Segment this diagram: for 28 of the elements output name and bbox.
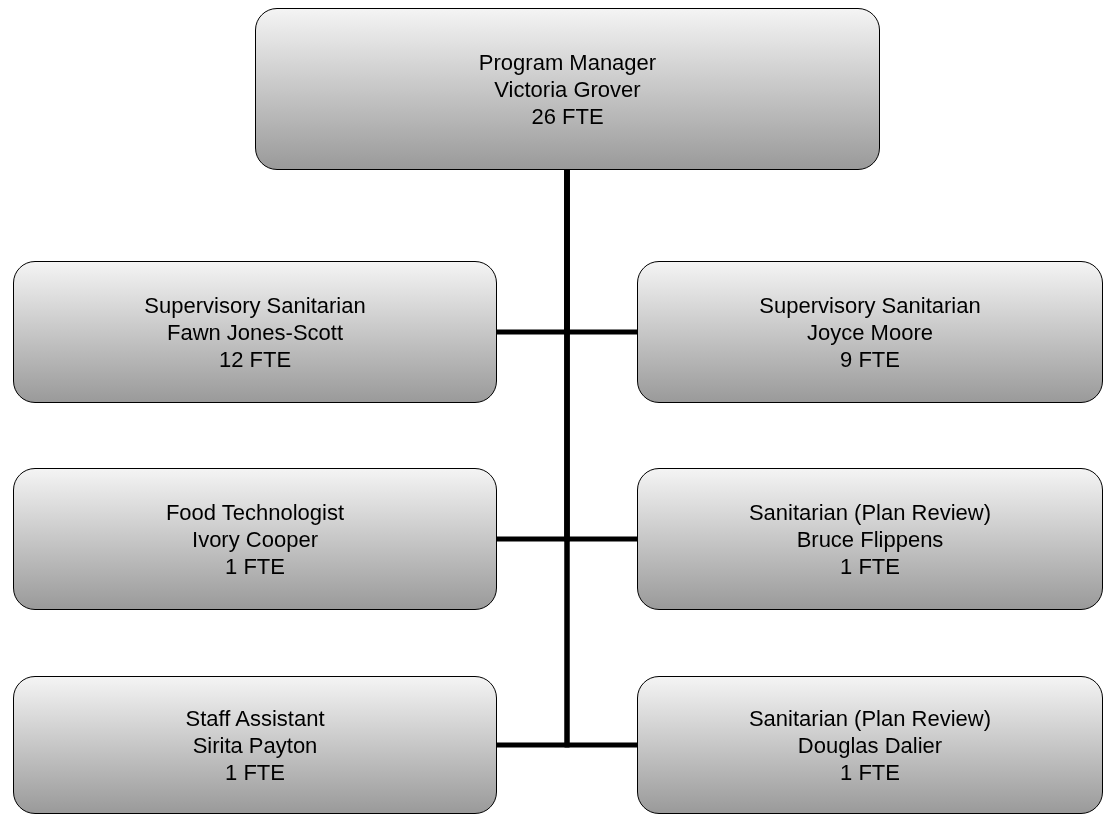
position-box (13, 261, 497, 403)
staff-count: 12 FTE (218, 345, 292, 373)
position-box (637, 261, 1103, 403)
employee-name: Fawn Jones-Scott (166, 318, 344, 346)
staff-count: 26 FTE (531, 102, 604, 130)
position-box (255, 8, 880, 170)
job-title: Food Technologist (165, 498, 345, 526)
job-title: Sanitarian (Plan Review) (748, 498, 992, 526)
staff-count: 1 FTE (840, 758, 900, 786)
job-title: Program Manager (478, 48, 657, 76)
employee-name: Joyce Moore (807, 318, 933, 346)
job-title: Supervisory Sanitarian (759, 291, 981, 319)
job-title: Staff Assistant (185, 704, 325, 732)
employee-name: Victoria Grover (494, 75, 641, 103)
employee-name: Ivory Cooper (192, 525, 318, 553)
staff-count: 1 FTE (225, 552, 285, 580)
staff-count: 1 FTE (840, 552, 900, 580)
staff-count: 1 FTE (225, 758, 285, 786)
employee-name: Sirita Payton (192, 731, 318, 759)
job-title: Supervisory Sanitarian (144, 291, 366, 319)
position-box (13, 468, 497, 610)
staff-count: 9 FTE (840, 345, 900, 373)
employee-name: Douglas Dalier (797, 731, 943, 759)
position-box (637, 676, 1103, 814)
job-title: Sanitarian (Plan Review) (748, 704, 992, 732)
position-box (13, 676, 497, 814)
position-box (637, 468, 1103, 610)
employee-name: Bruce Flippens (796, 525, 944, 553)
